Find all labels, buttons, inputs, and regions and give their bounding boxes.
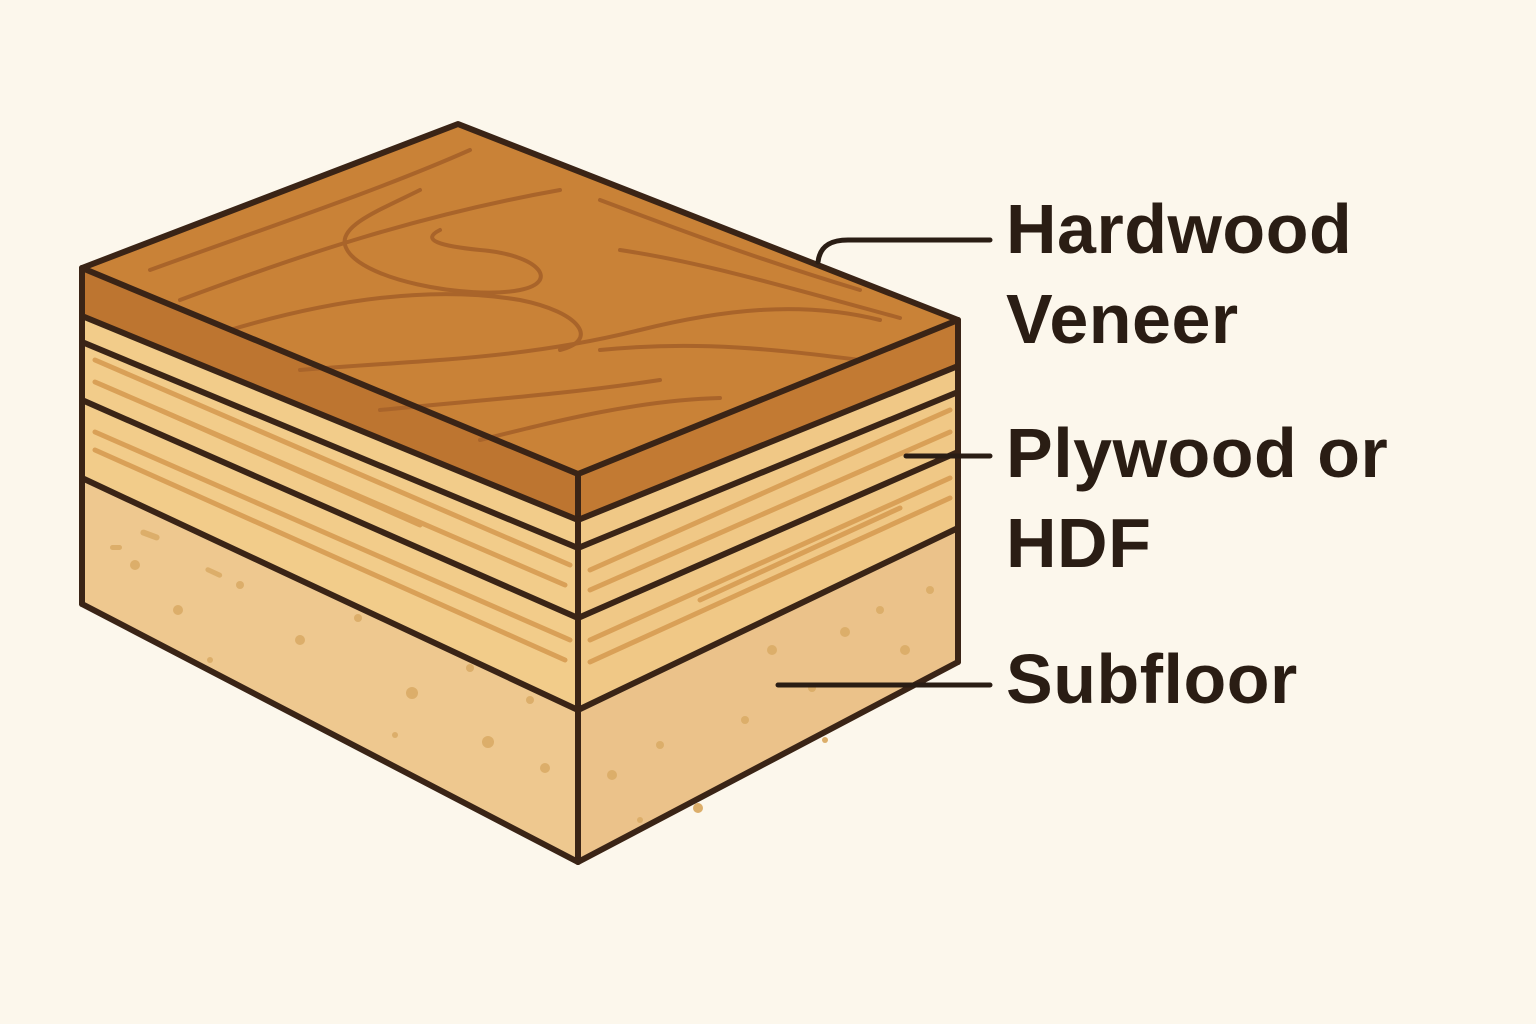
veneer-wood-grain <box>148 148 902 442</box>
veneer-front-edge <box>82 268 578 520</box>
label-subfloor: Subfloor <box>1006 634 1298 724</box>
veneer-block <box>82 124 958 520</box>
leader-lines <box>775 237 993 688</box>
label-hardwood-veneer: Hardwood Veneer <box>1006 184 1352 364</box>
plywood-core-block <box>79 316 961 710</box>
label-line: Veneer <box>1006 280 1239 358</box>
block-outlines <box>79 121 961 865</box>
label-line: HDF <box>1006 504 1152 582</box>
label-plywood-or-hdf: Plywood or HDF <box>1006 408 1388 588</box>
label-line: Hardwood <box>1006 190 1353 268</box>
label-line: Plywood or <box>1006 414 1389 492</box>
veneer-side-edge <box>578 320 958 520</box>
label-line: Subfloor <box>1006 640 1298 718</box>
plywood-grain-lines <box>92 357 953 665</box>
subfloor-front-face <box>82 478 578 862</box>
leader-veneer <box>815 237 993 265</box>
plywood-ply-dividers <box>79 339 961 621</box>
subfloor-speckles <box>110 529 934 823</box>
subfloor-side-face <box>578 528 958 862</box>
subfloor-block <box>82 478 958 862</box>
